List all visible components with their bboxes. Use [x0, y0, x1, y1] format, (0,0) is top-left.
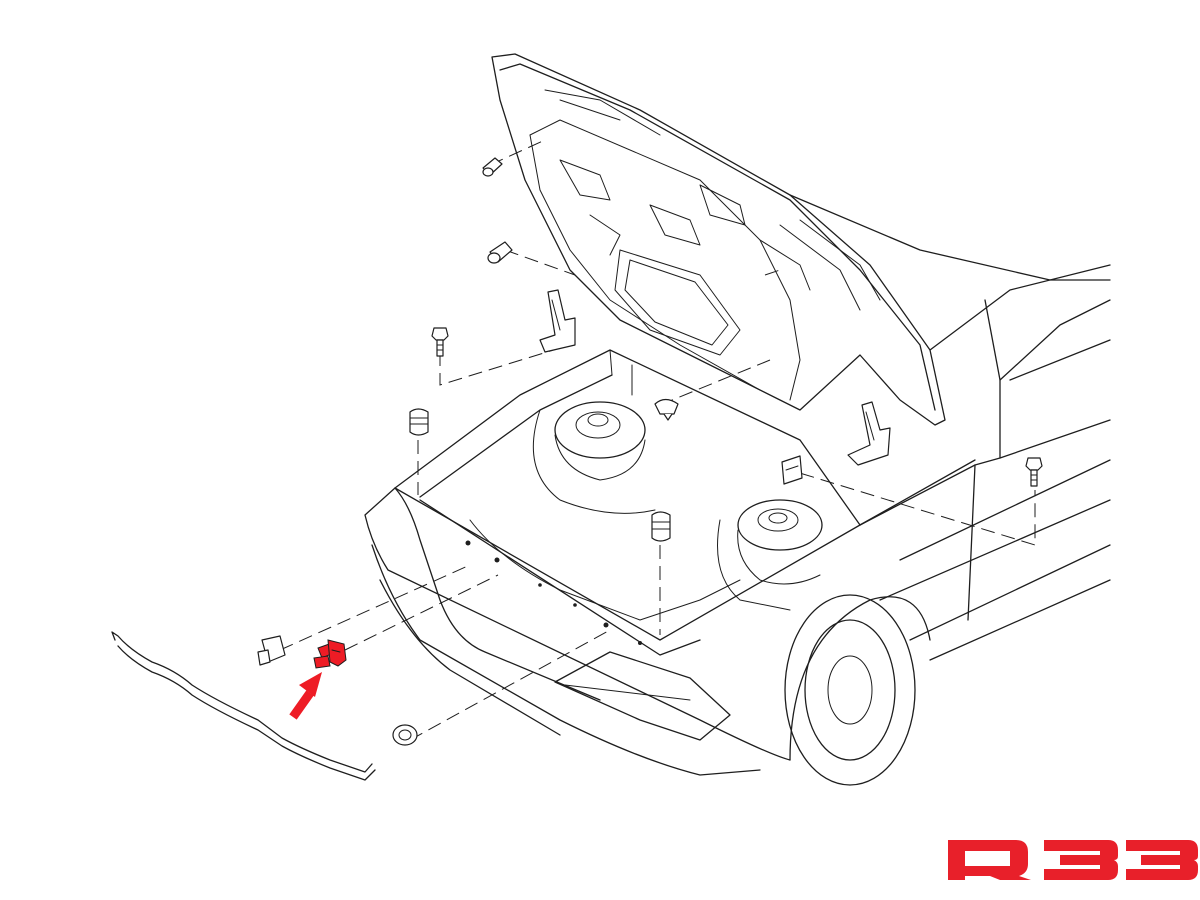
- hood-panel-icon: [491, 53, 946, 426]
- hood-lock-latch-icon: [257, 635, 286, 666]
- pointer-arrow-icon: [289, 672, 322, 720]
- rubber-stopper-icon: [409, 408, 429, 436]
- hood-release-cable-icon: [111, 631, 376, 781]
- hood-hinge-right-icon: [847, 401, 891, 466]
- hood-seal-clip-icon: [654, 398, 679, 421]
- hood-hinge-left-icon: [539, 289, 576, 353]
- r33-logo: [948, 840, 1198, 880]
- leader-lines: [279, 139, 1036, 741]
- bolt-icon: [431, 327, 449, 357]
- hood-bumper-icon: [487, 241, 513, 264]
- hood-lock-striker-icon: [313, 639, 347, 669]
- bolt-icon: [1025, 457, 1043, 487]
- hood-lock-bracket-icon: [781, 455, 803, 485]
- car-body-icon: [364, 194, 1111, 786]
- rubber-stopper-icon: [651, 511, 671, 542]
- grommet-icon: [392, 724, 418, 746]
- hood-stay-clip-icon: [482, 157, 503, 177]
